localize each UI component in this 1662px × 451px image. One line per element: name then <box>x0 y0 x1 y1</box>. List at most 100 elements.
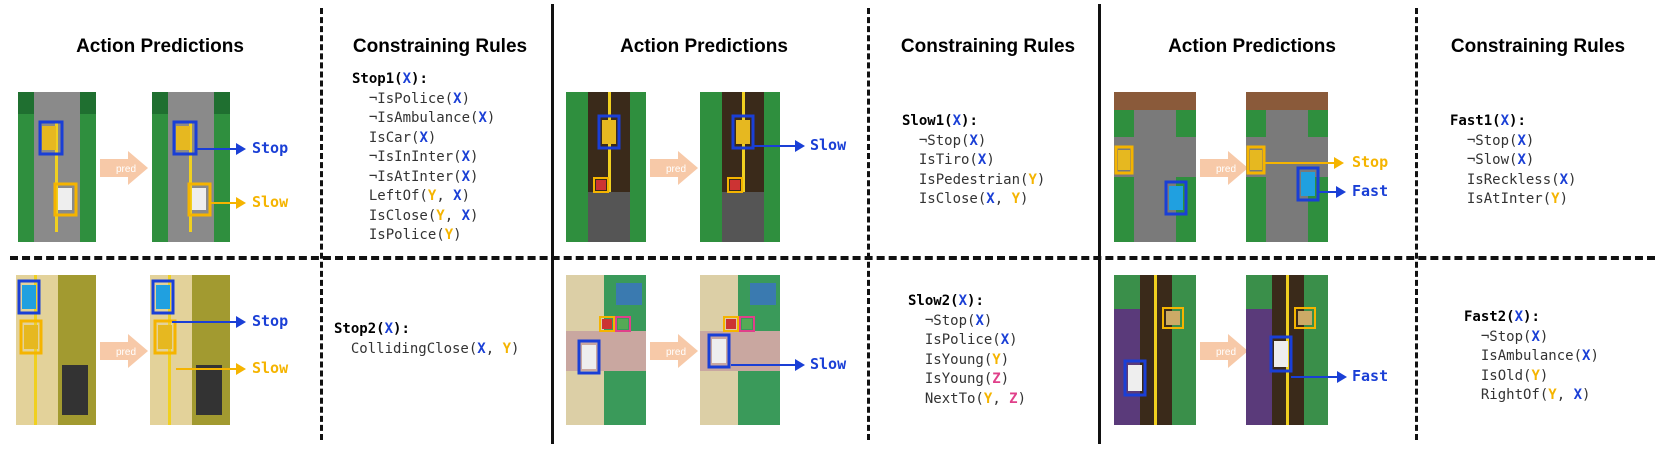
header-action-predictions-2: Action Predictions <box>620 36 788 57</box>
action-label-y: Slow <box>252 193 289 211</box>
rule-condition: RightOf(Y, X) <box>1480 387 1591 403</box>
rule-var-x: X <box>461 168 471 185</box>
pred-label: pred <box>1216 164 1236 175</box>
rule-head-args: (X): <box>394 71 428 87</box>
rule-name: Fast2 <box>1464 309 1507 325</box>
rule-var-y: Y <box>1551 191 1560 207</box>
rule-condition: IsPedestrian(Y) <box>918 171 1046 188</box>
rule-condition: IsClose(Y, X) <box>368 207 479 224</box>
pred-label: pred <box>666 347 686 358</box>
pred-arrow: pred <box>1200 151 1248 185</box>
rule-block: Fast1(X): ¬Stop(X) ¬Slow(X) IsReckless(X… <box>1450 112 1576 210</box>
rule-condition: IsYoung(Y) <box>924 351 1010 368</box>
divider-dashed-2 <box>867 8 870 440</box>
pred-label: pred <box>1216 347 1236 358</box>
rule-condition: CollidingClose(X, Y) <box>350 340 520 357</box>
scene-image-after <box>150 275 230 425</box>
scene-image-before <box>566 275 646 425</box>
pred-label: pred <box>116 347 136 358</box>
rule-condition: ¬IsAtInter(X) <box>368 168 479 185</box>
divider-row <box>10 256 1655 260</box>
rule-head: Slow2(X): <box>908 292 1026 312</box>
rule-condition: IsPolice(Y) <box>368 227 462 243</box>
rule-var-x: X <box>461 149 471 165</box>
rule-block: Slow1(X): ¬Stop(X) IsTiro(X) IsPedestria… <box>902 112 1045 210</box>
action-arrow-x <box>196 143 246 155</box>
rule-var-y: Y <box>436 207 445 224</box>
header-constraining-rules-1: Constraining Rules <box>352 36 528 57</box>
rule-block: Stop1(X): ¬IsPolice(X) ¬IsAmbulance(X) I… <box>352 70 495 246</box>
rule-var-y: Y <box>502 340 512 357</box>
rule-condition: IsPolice(X) <box>924 332 1018 348</box>
scene-image-before <box>1114 275 1196 425</box>
rule-condition: IsAtInter(Y) <box>1466 191 1569 207</box>
rule-var-y: Y <box>1011 191 1021 207</box>
rule-name: Slow2 <box>908 293 951 309</box>
rule-var-x: X <box>478 110 487 126</box>
rule-condition: IsOld(Y) <box>1480 367 1549 384</box>
action-label-x: Stop <box>252 139 289 157</box>
rule-head-args: (X): <box>1492 113 1526 129</box>
scene-image-before <box>16 275 96 425</box>
action-arrow-x <box>1318 186 1346 198</box>
rule-var-x: X <box>1573 387 1583 403</box>
header-action-predictions-1: Action Predictions <box>76 36 244 57</box>
scene-image-before <box>18 92 96 242</box>
divider-solid-1 <box>551 4 554 444</box>
rule-block: Fast2(X): ¬Stop(X) IsAmbulance(X) IsOld(… <box>1464 308 1599 406</box>
rule-var-x: X <box>975 312 984 329</box>
rule-var-y: Y <box>1028 171 1037 188</box>
scene-image-after <box>700 275 780 425</box>
rule-var-y: Y <box>983 390 993 407</box>
rule-var-y: Y <box>1548 387 1557 403</box>
rule-var-x: X <box>1531 328 1540 345</box>
action-label-x: Slow <box>810 136 847 154</box>
rule-var-x: X <box>477 340 486 357</box>
rule-var-y: Y <box>444 227 454 243</box>
rule-var-x: X <box>419 129 428 146</box>
divider-dashed-1 <box>320 8 323 440</box>
action-arrow-x <box>731 359 805 371</box>
rule-var-x: X <box>453 90 462 107</box>
rule-condition: ¬Stop(X) <box>1466 132 1535 149</box>
rule-name: Stop2 <box>334 321 377 337</box>
rule-var-x: X <box>1517 152 1526 168</box>
rule-condition: IsAmbulance(X) <box>1480 348 1599 364</box>
divider-dashed-3 <box>1415 8 1418 440</box>
pred-arrow: pred <box>1200 334 1248 368</box>
rule-var-z: Z <box>992 371 1001 387</box>
rule-var-x: X <box>952 113 962 129</box>
header-constraining-rules-2: Constraining Rules <box>900 36 1076 57</box>
header-action-predictions-3: Action Predictions <box>1168 36 1336 57</box>
divider-solid-2 <box>1098 4 1101 444</box>
rule-condition: IsCar(X) <box>368 129 437 146</box>
rule-var-x: X <box>453 188 462 204</box>
header-constraining-rules-3: Constraining Rules <box>1450 36 1626 57</box>
rule-head-args: (X): <box>944 113 978 129</box>
rule-var-x: X <box>969 132 978 149</box>
rule-var-x: X <box>1500 113 1510 129</box>
rule-var-x: X <box>1559 171 1569 188</box>
rule-head: Stop2(X): <box>334 320 519 340</box>
action-label-x: Slow <box>810 355 847 373</box>
rule-condition: LeftOf(Y, X) <box>368 188 471 204</box>
rule-condition: ¬IsPolice(X) <box>368 90 471 107</box>
action-arrow-x <box>172 316 246 328</box>
action-arrow-x <box>753 140 805 152</box>
rule-condition: ¬IsAmbulance(X) <box>368 110 496 126</box>
pred-arrow: pred <box>100 334 148 368</box>
rule-var-x: X <box>977 152 987 168</box>
rule-name: Fast1 <box>1450 113 1493 129</box>
rule-head: Fast1(X): <box>1450 112 1576 132</box>
action-arrow-y <box>176 363 246 375</box>
rule-condition: IsYoung(Z) <box>924 371 1010 387</box>
scene-image-before <box>1114 92 1196 242</box>
rule-var-z: Z <box>1009 390 1018 407</box>
rule-var-x: X <box>461 207 471 224</box>
action-arrow-x <box>1291 371 1347 383</box>
rule-var-x: X <box>1000 332 1010 348</box>
rule-name: Slow1 <box>902 113 945 129</box>
rule-condition: ¬Stop(X) <box>924 312 993 329</box>
scene-image-after <box>1246 92 1328 242</box>
rule-var-x: X <box>402 71 412 87</box>
